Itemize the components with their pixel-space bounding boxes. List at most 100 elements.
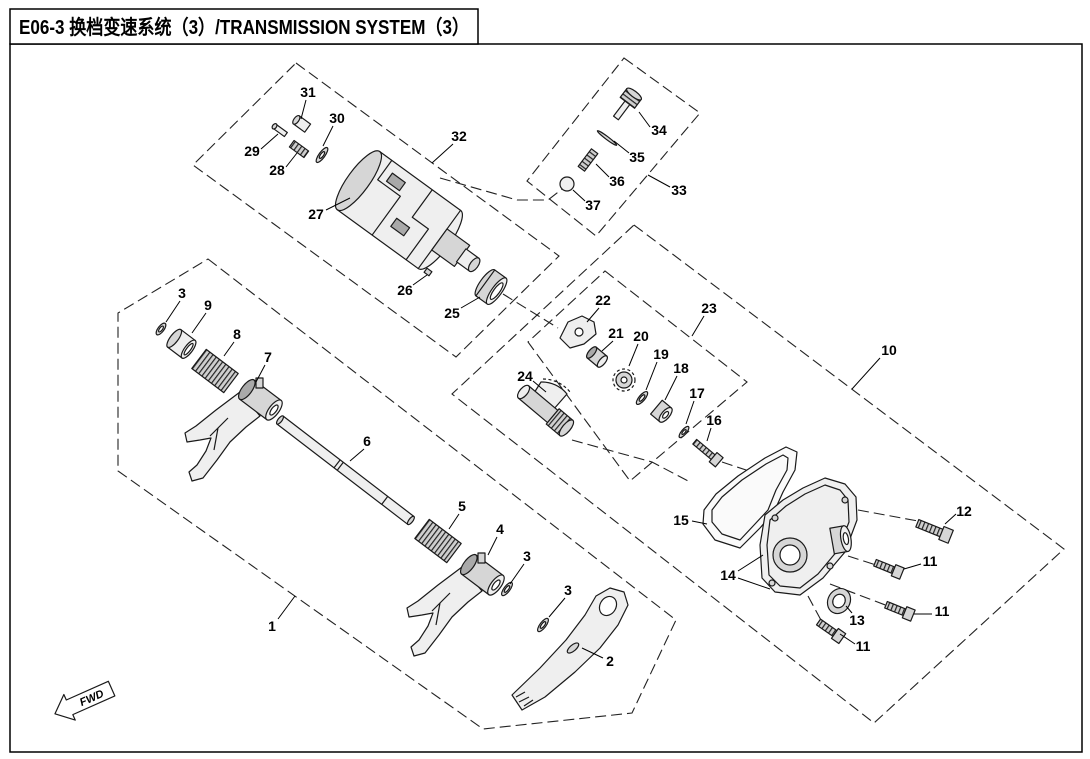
- connector-bearing-to-cam: [502, 293, 559, 329]
- spring-end: [558, 419, 575, 437]
- callout-shift-drum-assembly-0: 31: [300, 84, 316, 100]
- callout-cover-assembly-5: 13: [849, 612, 865, 628]
- leader-line: [277, 595, 296, 620]
- title-box: [9, 8, 479, 45]
- connector-shaft-to-gasket: [571, 439, 691, 483]
- cover-bolt-hole: [771, 514, 779, 522]
- spring-coil: [577, 148, 599, 172]
- boss-hole: [842, 532, 850, 546]
- callout-shift-mechanism-4: 19: [653, 346, 669, 362]
- leader-line: [285, 152, 298, 168]
- shaft-groove: [333, 459, 341, 469]
- shift-shaft-with-sector-gear: [516, 378, 575, 437]
- spring-coil: [288, 139, 310, 159]
- bolt-thread: [873, 558, 896, 575]
- leader-line: [260, 133, 279, 150]
- arrow-shape: [54, 680, 116, 721]
- washer-hole: [157, 325, 165, 333]
- connector-drum-to-detent: [439, 177, 563, 201]
- callout-detent-assembly-1: 35: [629, 149, 645, 165]
- cover-assembly-boundary: [451, 224, 1065, 724]
- washer: [635, 390, 649, 406]
- detent-plug: [612, 87, 643, 121]
- shift-cam-plate: [559, 315, 597, 349]
- leader-line: [638, 111, 651, 128]
- callout-shift-drum-assembly-1: 30: [329, 110, 345, 126]
- callout-shift-drum-assembly-7: 25: [444, 305, 460, 321]
- bolt-thread: [915, 518, 944, 538]
- shift-fork-assembly-boundary: [117, 258, 677, 730]
- callout-shift-mechanism-8: 24: [517, 368, 533, 384]
- leader-line: [548, 597, 566, 618]
- washer: [155, 322, 167, 336]
- gasket-inner: [711, 454, 789, 541]
- cam-plate-hole: [574, 327, 584, 337]
- leader-line: [601, 340, 614, 352]
- cover-boss: [829, 525, 852, 555]
- leader-line: [944, 513, 957, 525]
- drum-slot: [385, 172, 406, 192]
- leader-line: [586, 307, 600, 323]
- callout-shift-fork-assembly-2: 8: [233, 326, 241, 342]
- callout-shift-fork-assembly-5: 5: [458, 498, 466, 514]
- shift-fork-lower: [406, 551, 508, 657]
- cover-bolt-hole: [841, 496, 849, 504]
- washer-hole: [503, 585, 511, 593]
- cover-bolt-hole: [768, 579, 776, 587]
- callout-shift-mechanism-1: 23: [701, 300, 717, 316]
- callout-shift-drum-assembly-2: 29: [244, 143, 260, 159]
- leader-line: [664, 375, 678, 401]
- drum-groove: [371, 160, 433, 261]
- shift-drum: [334, 150, 481, 273]
- callout-cover-assembly-2: 15: [673, 512, 689, 528]
- callout-detent-assembly-4: 33: [671, 182, 687, 198]
- leader-line: [839, 633, 856, 645]
- cover-bolt: [815, 618, 847, 645]
- o-ring: [596, 130, 618, 146]
- callout-shift-fork-assembly-10: 1: [268, 618, 276, 634]
- bolt-thread: [815, 618, 838, 637]
- connector-cover-to-bolt-11b: [829, 583, 889, 607]
- page-title: E06-3 换档变速系统（3）/TRANSMISSION SYSTEM（3）: [19, 15, 469, 39]
- drawing-frame: [9, 43, 1083, 753]
- bolt-head: [938, 525, 954, 544]
- fork-shaft: [275, 415, 415, 526]
- leader-line: [431, 143, 454, 164]
- leader-line: [255, 364, 266, 383]
- leader-line: [903, 563, 922, 570]
- washer-hole: [318, 151, 326, 159]
- plug-head-top: [626, 87, 643, 101]
- leader-line: [845, 605, 853, 614]
- drum-bearing: [474, 269, 508, 305]
- arm-eye: [598, 595, 618, 617]
- leader-line: [300, 99, 307, 120]
- cover-bolt: [873, 558, 905, 580]
- callout-cover-assembly-6: 11: [935, 603, 950, 619]
- leader-line: [595, 163, 610, 178]
- bushing-bore: [183, 342, 194, 356]
- callout-shift-fork-assembly-3: 7: [264, 349, 272, 365]
- title-block: E06-3 换档变速系统（3）/TRANSMISSION SYSTEM（3）: [9, 8, 479, 45]
- detent-spring: [577, 148, 599, 172]
- leader-line: [532, 380, 547, 393]
- spring-coil: [191, 348, 239, 394]
- shaft-body: [276, 415, 415, 526]
- pin-head: [271, 123, 278, 130]
- callout-shift-fork-assembly-9: 2: [606, 653, 614, 669]
- fork-spring-lower: [414, 518, 462, 564]
- callout-shift-fork-assembly-1: 9: [204, 297, 212, 313]
- ratchet-pawl: [650, 399, 673, 423]
- callout-cover-assembly-7: 11: [856, 638, 871, 654]
- shaft-end: [275, 415, 285, 425]
- cover-gasket: [702, 446, 798, 549]
- spring-coil: [414, 518, 462, 564]
- leader-line: [325, 197, 351, 211]
- callout-detent-assembly-2: 36: [609, 173, 625, 189]
- callout-detent-assembly-3: 37: [585, 197, 601, 213]
- leader-line: [737, 554, 764, 572]
- fwd-direction-arrow: FWD: [54, 680, 116, 721]
- cam-collar: [585, 346, 609, 368]
- gear-teeth: [612, 368, 636, 392]
- detent-spring: [288, 139, 310, 159]
- bushing: [166, 328, 197, 359]
